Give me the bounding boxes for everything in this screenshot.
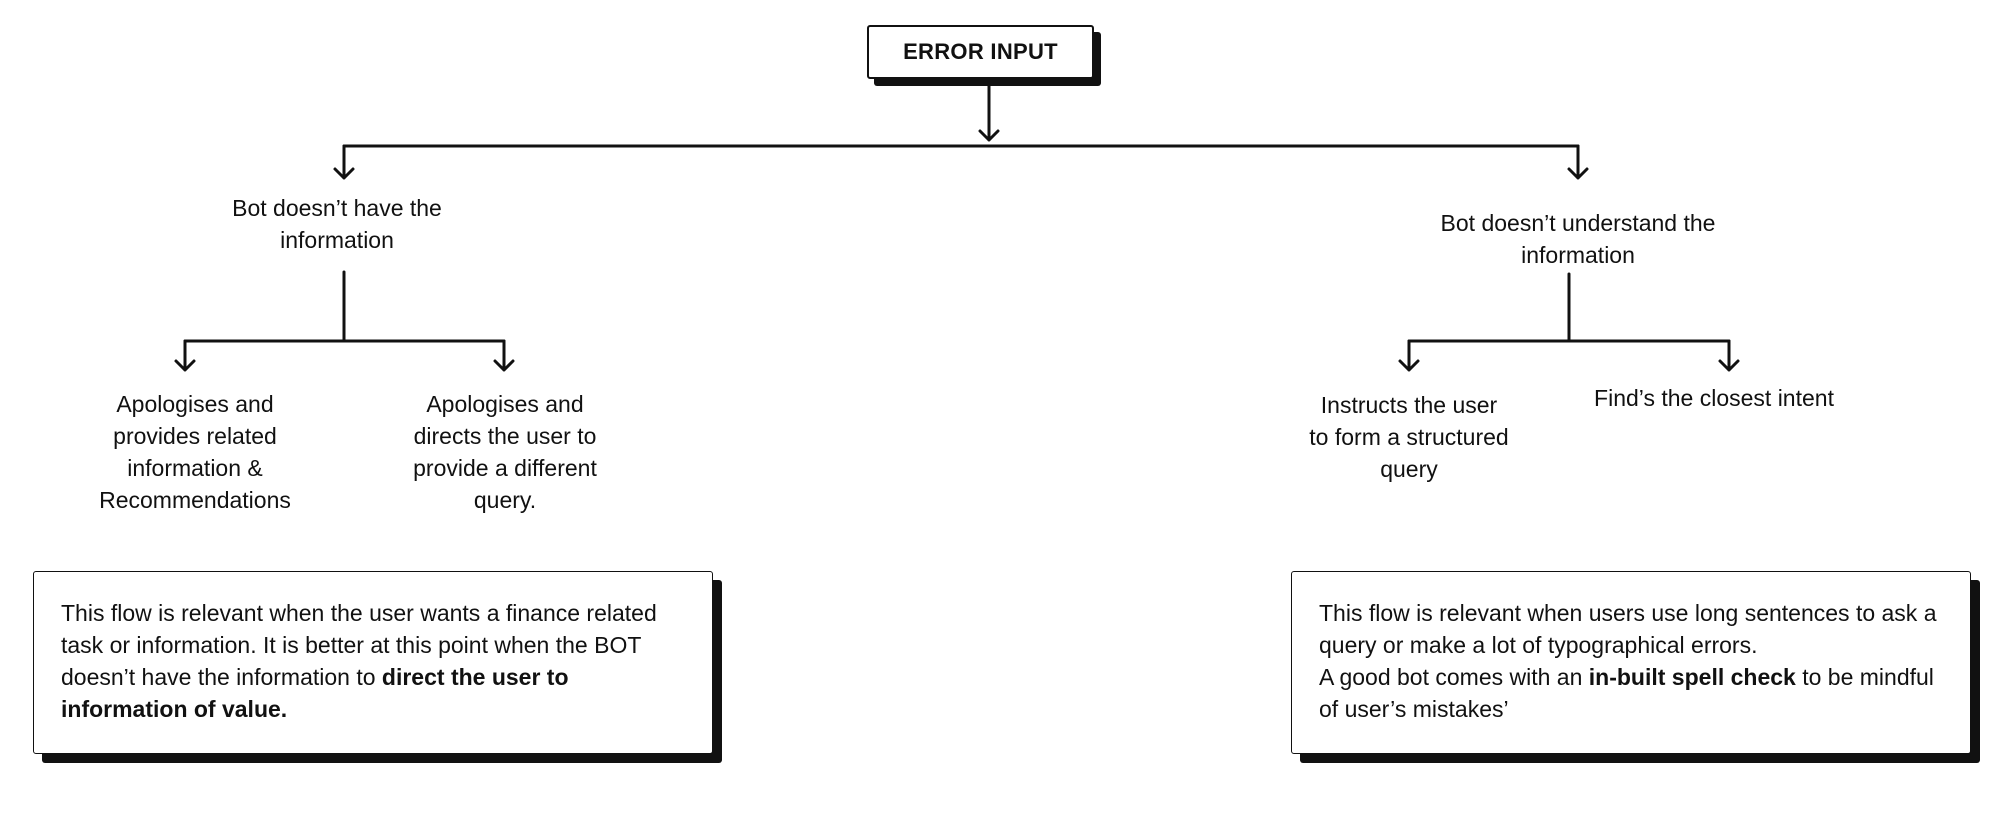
leaf-label-line: query.: [473, 487, 537, 513]
left-child1-arrow: [174, 339, 196, 372]
root-stem-arrow: [978, 78, 1000, 142]
leaf-label-line: directs the user to: [413, 423, 597, 449]
right-child1-arrow: [1398, 339, 1420, 372]
note-text: A good bot comes with an: [1319, 664, 1589, 690]
leaf-label-line: Instructs the user: [1320, 392, 1498, 418]
left-branch-arrow: [333, 144, 355, 180]
root-node-label: ERROR INPUT: [903, 39, 1058, 64]
right-child2-arrow: [1718, 339, 1740, 372]
leaf-label-line: Find’s the closest intent: [1594, 385, 1834, 411]
root-node-error-input: ERROR INPUT: [867, 25, 1094, 79]
note-bold-text: direct the user to information of value.: [61, 664, 569, 722]
branch-label-line: information: [1521, 242, 1635, 268]
leaf-node-structured-query: Instructs the user to form a structured …: [1279, 389, 1539, 485]
branch-node-no-understanding: Bot doesn’t understand the information: [1408, 207, 1748, 271]
note-text-after: to be mindful of user’s mistakes’: [1319, 664, 1934, 722]
note-bold-text: in-built spell check: [1588, 664, 1796, 690]
leaf-label-line: Recommendations: [99, 487, 291, 513]
note-box-finance-flow: This flow is relevant when the user want…: [33, 571, 713, 754]
leaf-node-closest-intent: Find’s the closest intent: [1569, 382, 1859, 414]
leaf-label-line: provides related: [113, 423, 277, 449]
left-child2-arrow: [493, 339, 515, 372]
leaf-label-line: query: [1380, 456, 1438, 482]
branch-label-line: Bot doesn’t understand the: [1440, 210, 1716, 236]
leaf-label-line: Apologises and: [426, 391, 584, 417]
leaf-node-different-query: Apologises and directs the user to provi…: [385, 388, 625, 516]
branch-node-no-information: Bot doesn’t have the information: [184, 192, 490, 256]
note-box-typo-flow: This flow is relevant when users use lon…: [1291, 571, 1971, 754]
leaf-label-line: information &: [127, 455, 263, 481]
leaf-label-line: Apologises and: [116, 391, 274, 417]
branch-label-line: Bot doesn’t have the: [232, 195, 442, 221]
note-text: This flow is relevant when the user want…: [61, 600, 657, 690]
leaf-label-line: provide a different: [413, 455, 597, 481]
branch-label-line: information: [280, 227, 394, 253]
leaf-label-line: to form a structured: [1309, 424, 1509, 450]
leaf-node-related-information: Apologises and provides related informat…: [65, 388, 325, 516]
note-text-line: This flow is relevant when users use lon…: [1319, 600, 1937, 658]
note-text-line-2: A good bot comes with an in-built spell …: [1319, 661, 1944, 725]
right-branch-arrow: [1567, 144, 1589, 180]
